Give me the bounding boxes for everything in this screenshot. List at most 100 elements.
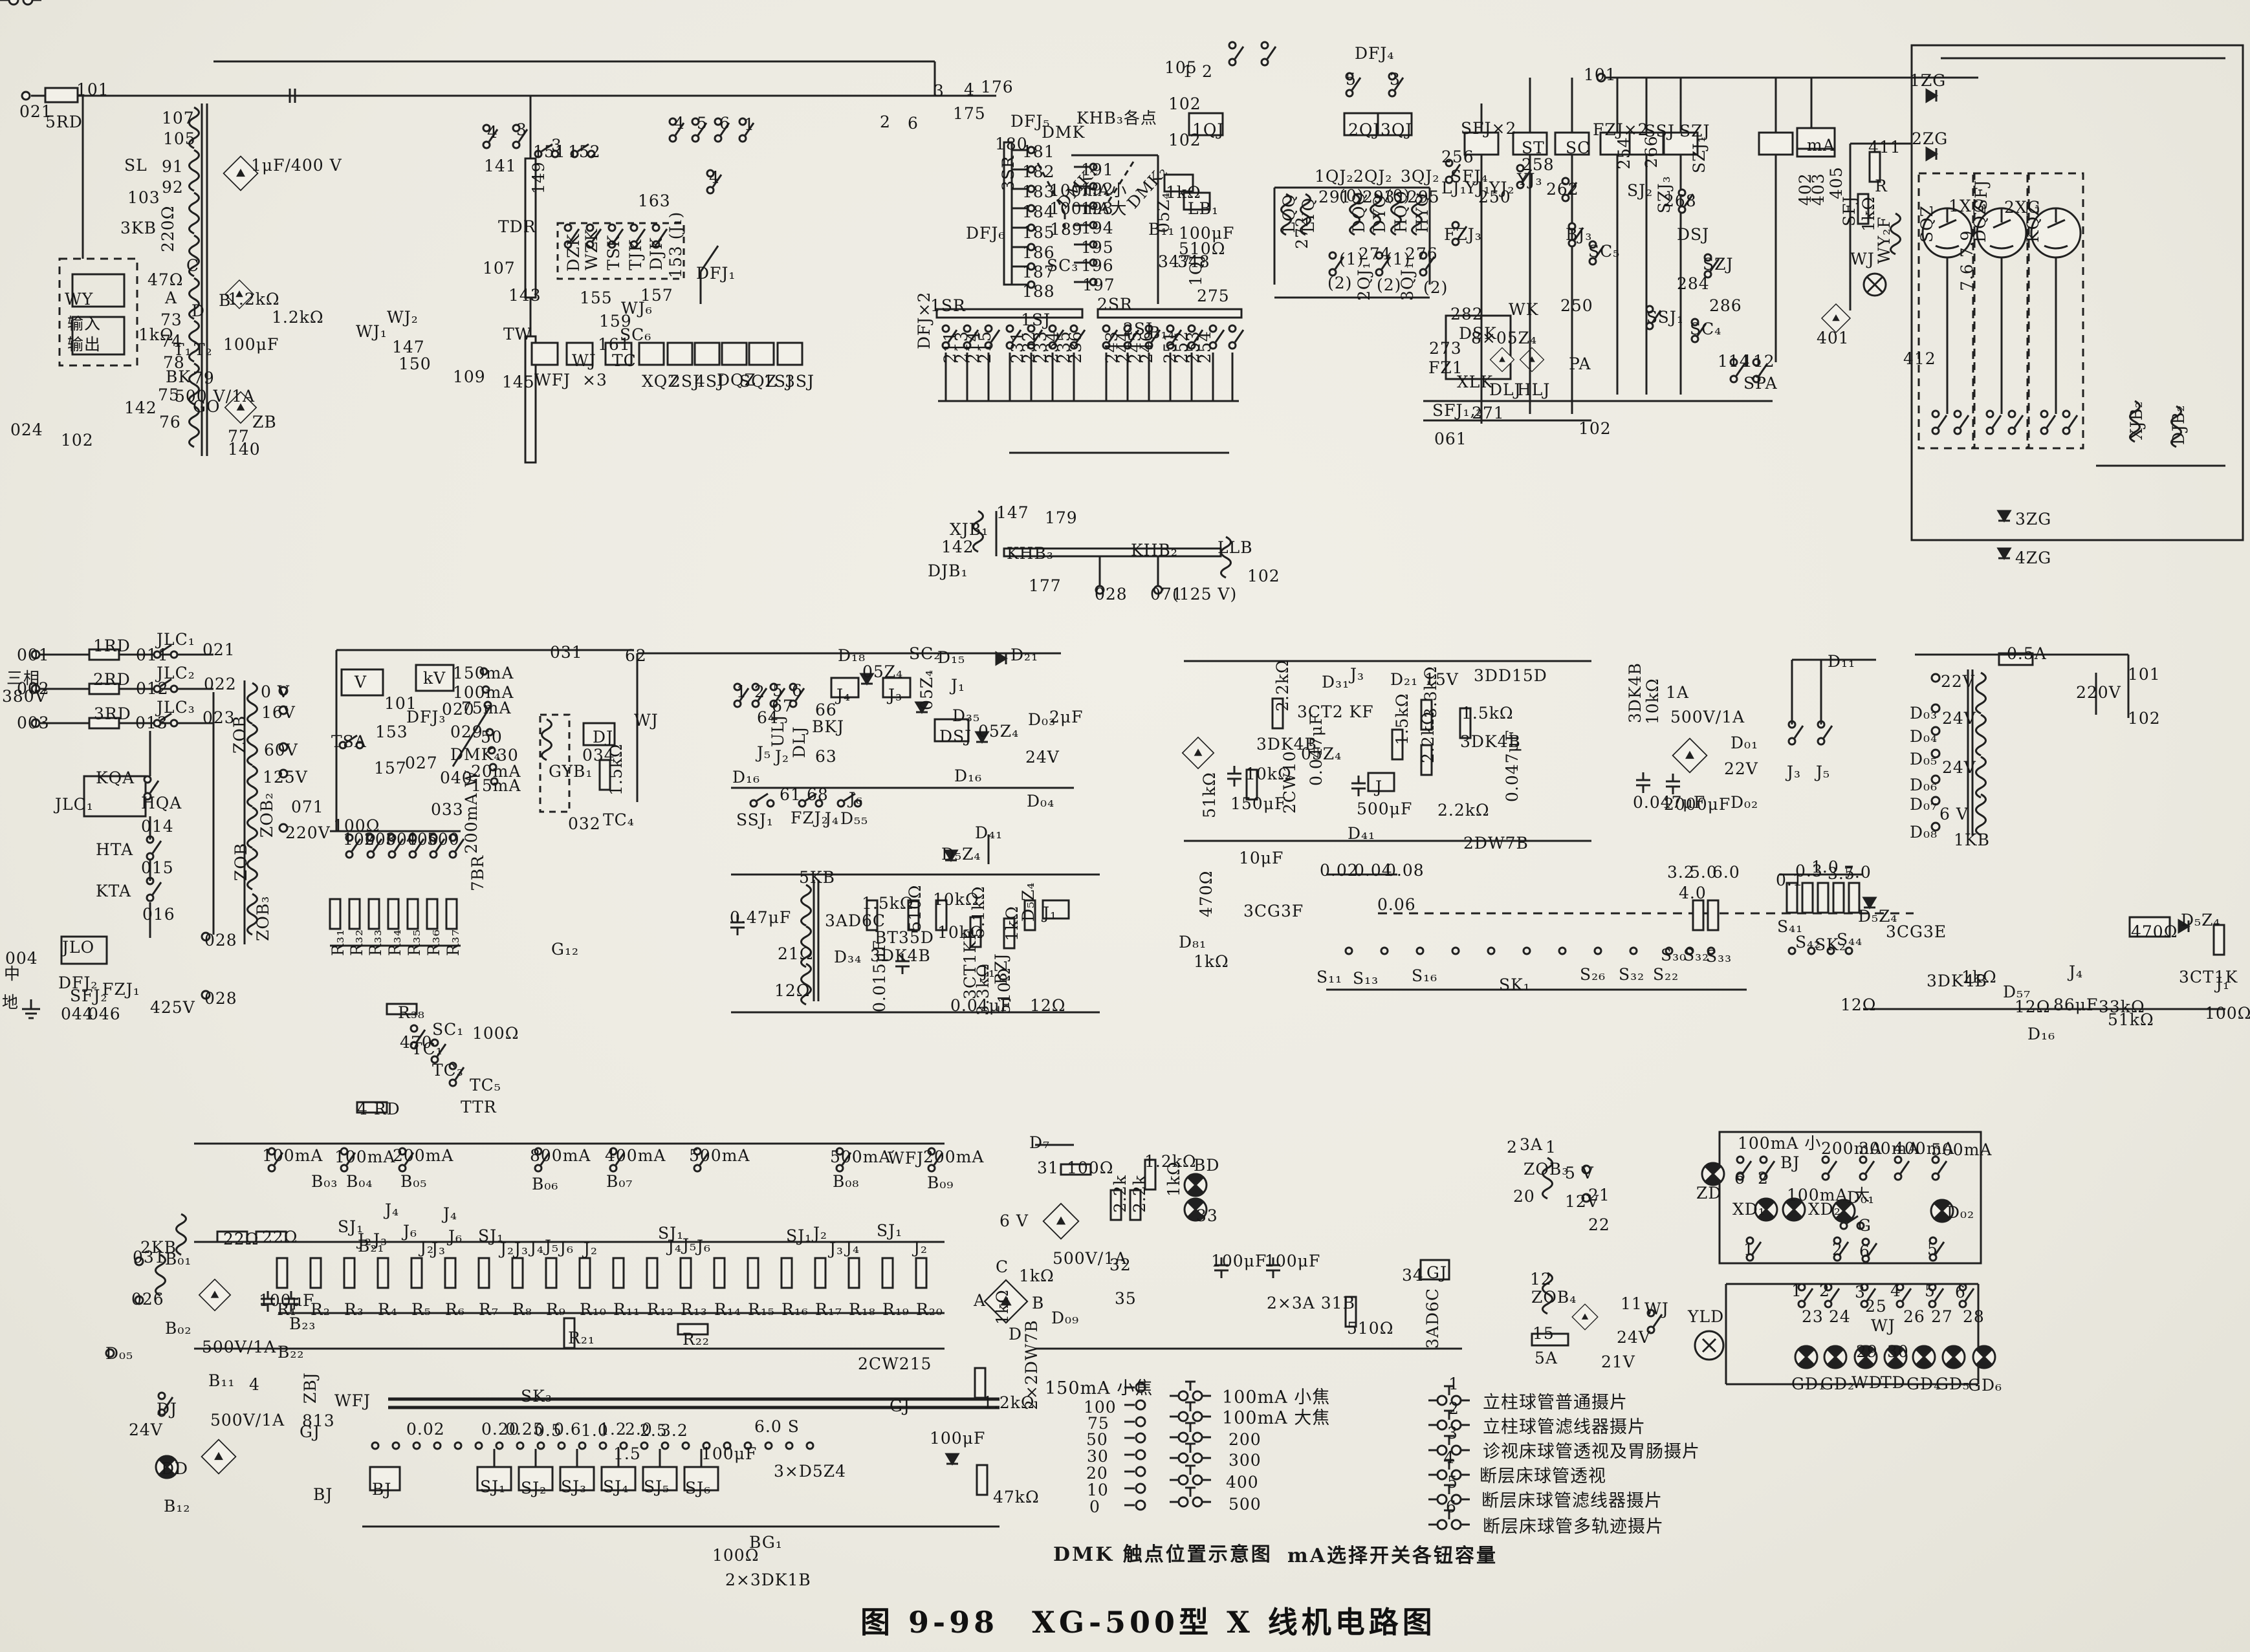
component-label: DMK₄ bbox=[450, 745, 501, 764]
component-label: R₁₃ bbox=[681, 1300, 708, 1319]
component-label: 031 bbox=[133, 1248, 166, 1266]
component-label: 5 V bbox=[1565, 1164, 1594, 1182]
component-label: 2KB bbox=[140, 1238, 177, 1257]
component-label: GJ bbox=[300, 1422, 320, 1441]
component-label: BJ₃ bbox=[1566, 225, 1593, 244]
component-label: R₃₅ bbox=[405, 929, 424, 956]
component-label: WFJ bbox=[888, 1149, 924, 1168]
component-label: A bbox=[165, 288, 178, 307]
component-label: 24 bbox=[1829, 1307, 1851, 1326]
legend-symbols bbox=[0, 0, 1471, 1530]
component-label: 031 bbox=[550, 643, 583, 662]
component-label: 028 bbox=[204, 989, 237, 1008]
component-label: 30 bbox=[1887, 1342, 1909, 1361]
component-label: C bbox=[186, 256, 200, 275]
component-label: R bbox=[1875, 177, 1888, 195]
component-label: 176 bbox=[981, 78, 1014, 96]
component-label: 6 V bbox=[1939, 805, 1969, 823]
component-label: 1.2 bbox=[599, 1420, 627, 1439]
component-label: B₀₈ bbox=[833, 1172, 860, 1191]
component-label: 220Ω bbox=[158, 205, 177, 252]
component-label: 142 bbox=[124, 398, 157, 417]
component-label: R₁₈ bbox=[849, 1300, 876, 1319]
component-label: J₂ bbox=[775, 747, 790, 766]
component-label: 73 bbox=[160, 310, 182, 329]
contactor-section bbox=[1188, 41, 1978, 424]
component-label: R₃₇ bbox=[444, 929, 463, 956]
component-label: 05Z₄ bbox=[862, 662, 904, 681]
component-label: HQA bbox=[141, 794, 182, 812]
component-label: 400 bbox=[406, 830, 439, 849]
component-label: 10μF bbox=[1239, 849, 1284, 867]
component-label: 3DK4B bbox=[1460, 732, 1521, 751]
component-label: 3 bbox=[516, 120, 527, 139]
component-label: 2×3DK1B bbox=[725, 1570, 811, 1589]
component-label: B₀₉ bbox=[927, 1173, 954, 1192]
component-label: 3AD6C bbox=[825, 911, 886, 930]
component-label: 155 bbox=[580, 288, 613, 307]
component-label: B bbox=[1032, 1294, 1045, 1312]
component-label: 61 bbox=[780, 785, 802, 804]
component-label: 62 bbox=[625, 646, 647, 665]
component-label: HTA bbox=[96, 840, 134, 859]
component-label: D₅₅ bbox=[840, 809, 869, 828]
component-label: ZOB₃ bbox=[254, 895, 272, 941]
component-label: J₂ bbox=[500, 1239, 515, 1258]
component-label: 183 bbox=[1022, 182, 1055, 201]
component-label: 中 bbox=[4, 964, 21, 983]
component-label: 100mA bbox=[334, 1147, 396, 1166]
component-label: SJ₂ bbox=[1627, 181, 1654, 200]
component-label: 100mA 大焦 bbox=[1222, 1408, 1331, 1428]
timer-network-section bbox=[1326, 873, 2225, 1010]
component-label: DSJ bbox=[939, 727, 972, 746]
component-label: 1kΩ bbox=[993, 1289, 1012, 1325]
component-label: 63 bbox=[815, 747, 837, 766]
component-label: 05Z₄ bbox=[1301, 744, 1342, 763]
component-label: WJ bbox=[1871, 1316, 1895, 1335]
component-label: J₁ bbox=[951, 676, 966, 695]
component-label: D₀₂ bbox=[1731, 793, 1759, 812]
component-label: 184 bbox=[1022, 202, 1055, 221]
component-label: 114 bbox=[1718, 352, 1751, 371]
component-label: 100mA bbox=[262, 1146, 323, 1165]
component-label: KTA bbox=[96, 882, 132, 900]
component-label: (2) bbox=[1327, 274, 1353, 292]
component-label: 4.0 bbox=[1679, 884, 1707, 902]
component-label: 105 bbox=[163, 129, 196, 148]
component-label: 2QJ bbox=[1348, 120, 1381, 139]
component-label: R₁₆ bbox=[781, 1300, 809, 1319]
component-label: B₁₁ bbox=[1148, 220, 1175, 239]
component-label: R₁ bbox=[277, 1300, 297, 1319]
component-label: 2 bbox=[1819, 1281, 1830, 1300]
component-label: B₂₁ bbox=[358, 1237, 385, 1255]
component-label: J₄ bbox=[668, 1237, 683, 1255]
component-label: 4 bbox=[674, 114, 685, 133]
component-label: 91 bbox=[162, 157, 184, 176]
component-label: 5RD bbox=[45, 113, 83, 131]
component-label: 250 bbox=[1560, 296, 1593, 315]
component-label: S₂₆ bbox=[1580, 965, 1606, 984]
component-label: J₅ bbox=[757, 743, 772, 762]
component-label: 220V bbox=[285, 823, 331, 842]
component-label: 412 bbox=[1903, 349, 1936, 368]
component-label: 10kΩ bbox=[1245, 765, 1292, 783]
component-label: 196 bbox=[1081, 256, 1114, 275]
component-label: 100 bbox=[343, 830, 376, 849]
component-label: 3.5 bbox=[1828, 864, 1855, 883]
component-label: R₃₂ bbox=[347, 929, 366, 956]
component-label: 输入 bbox=[67, 314, 102, 333]
component-label: DJB₂ bbox=[2169, 404, 2188, 445]
component-label: 400mA bbox=[605, 1146, 666, 1165]
component-label: ZOB₃ bbox=[1524, 1160, 1569, 1179]
component-label: SSJ₁ bbox=[736, 810, 774, 829]
component-label: 220V bbox=[2076, 683, 2121, 702]
component-label: 027 bbox=[405, 754, 438, 772]
component-label: 6 bbox=[719, 114, 730, 133]
component-label: SFJ₄ bbox=[1450, 167, 1489, 186]
component-label: J₄ bbox=[825, 809, 840, 828]
component-label: 195 bbox=[1081, 238, 1114, 257]
component-label: (125 V) bbox=[1172, 585, 1238, 603]
component-label: 2μF bbox=[1049, 708, 1084, 726]
component-label: 200mA bbox=[393, 1146, 454, 1165]
component-label: 021 bbox=[202, 640, 235, 659]
